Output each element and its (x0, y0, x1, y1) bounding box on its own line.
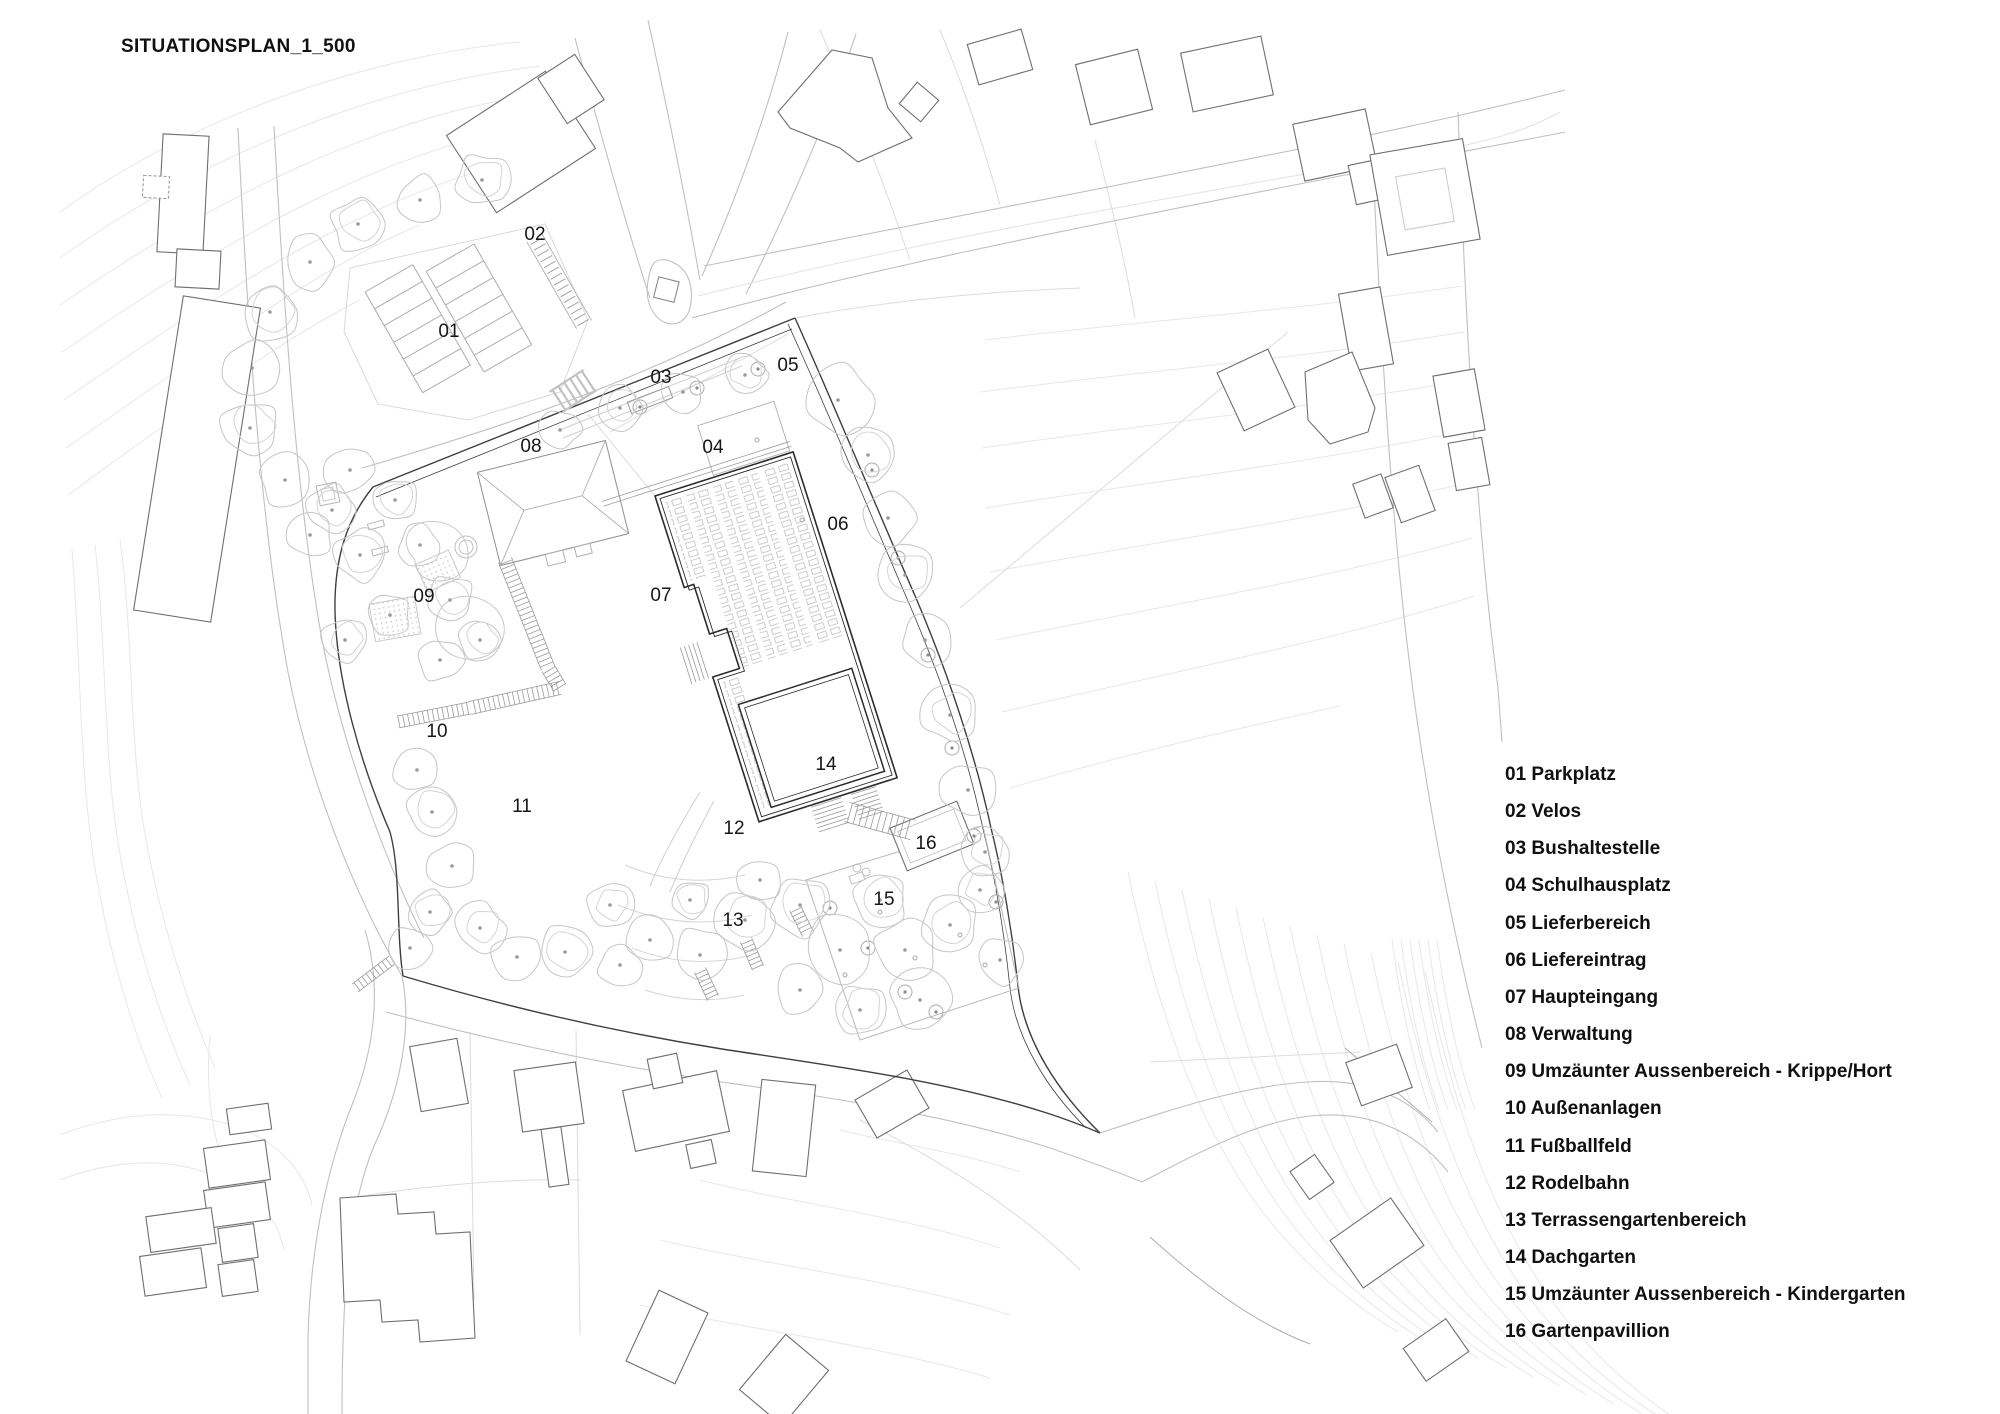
plan-label-04: 04 (702, 437, 724, 458)
plan-label-02: 02 (524, 224, 546, 245)
plan-label-15: 15 (873, 889, 895, 910)
plan-label-13: 13 (722, 910, 744, 931)
plan-label-14: 14 (815, 754, 837, 775)
plan-label-05: 05 (777, 355, 799, 376)
fence-and-stair-hatching (351, 369, 916, 1001)
plan-label-01: 01 (438, 321, 460, 342)
trees-layer (219, 154, 1024, 1035)
plan-label-06: 06 (827, 514, 849, 535)
parcel-lines-layer (339, 29, 1433, 1345)
plan-label-11: 11 (512, 796, 532, 817)
page-title: SITUATIONSPLAN_1_500 (121, 36, 356, 57)
plan-label-12: 12 (723, 818, 745, 839)
plan-label-09: 09 (413, 586, 435, 607)
plan-label-16: 16 (915, 833, 937, 854)
parking-stalls (364, 233, 592, 394)
plan-label-10: 10 (426, 721, 448, 742)
roads-layer (237, 19, 1566, 1414)
context-buildings-layer (132, 28, 1491, 1414)
school-building (601, 400, 899, 833)
contour-lines-layer (59, 41, 1670, 1414)
plan-label-07: 07 (650, 585, 672, 606)
school-site-layer (315, 223, 1101, 1134)
plan-label-03: 03 (650, 367, 672, 388)
plan-label-08: 08 (520, 436, 542, 457)
